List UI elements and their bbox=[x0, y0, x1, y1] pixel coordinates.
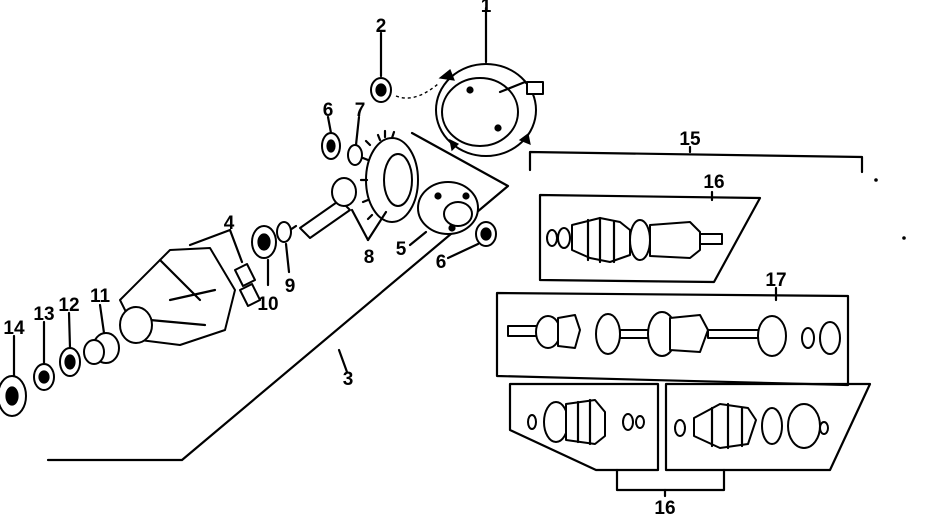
callout-4: 4 bbox=[224, 213, 235, 234]
callout-10: 10 bbox=[257, 294, 278, 315]
kit-box-18 bbox=[538, 190, 762, 284]
callout-3: 3 bbox=[343, 369, 354, 390]
part-8-ring-and-pinion bbox=[288, 129, 419, 242]
callout-16: 16 bbox=[654, 498, 675, 518]
part-12-seal bbox=[59, 311, 81, 377]
kit-box-17 bbox=[495, 286, 850, 387]
part-13-washer bbox=[33, 320, 55, 391]
part-5-differential-case bbox=[408, 181, 479, 247]
callout-13: 13 bbox=[33, 304, 54, 325]
part-4-carrier-housing bbox=[119, 228, 261, 346]
callout-18: 16 bbox=[703, 172, 724, 193]
kit-box-16-right bbox=[664, 382, 872, 472]
group-outline-3 bbox=[46, 131, 510, 462]
callout-1: 1 bbox=[481, 0, 492, 17]
callout-8: 8 bbox=[364, 247, 375, 268]
callout-6-upper: 6 bbox=[323, 100, 334, 121]
callout-12: 12 bbox=[58, 295, 79, 316]
group-bracket-16 bbox=[615, 468, 726, 498]
stray-marks bbox=[874, 178, 906, 240]
callout-15: 15 bbox=[679, 129, 701, 150]
part-1-differential-cover bbox=[395, 6, 544, 157]
part-7-shim bbox=[347, 115, 363, 166]
callout-17: 17 bbox=[765, 270, 786, 291]
callout-2: 2 bbox=[376, 16, 387, 37]
part-2-seal bbox=[370, 31, 392, 103]
callout-5: 5 bbox=[396, 239, 407, 260]
part-9-spacer bbox=[276, 221, 292, 274]
callout-14: 14 bbox=[3, 318, 25, 339]
callout-9: 9 bbox=[285, 276, 296, 297]
part-14-companion-flange bbox=[0, 334, 27, 417]
callout-11: 11 bbox=[90, 286, 111, 307]
part-11-pinion-bearing bbox=[83, 303, 120, 365]
callout-7: 7 bbox=[355, 100, 366, 121]
group-bracket-15 bbox=[528, 145, 864, 174]
part-6-bearing-upper bbox=[321, 115, 341, 160]
callout-6-lower: 6 bbox=[436, 252, 447, 273]
part-10-pinion-bearing bbox=[251, 225, 277, 287]
part-6-bearing-lower bbox=[446, 221, 497, 260]
kit-box-16-left bbox=[508, 382, 660, 472]
